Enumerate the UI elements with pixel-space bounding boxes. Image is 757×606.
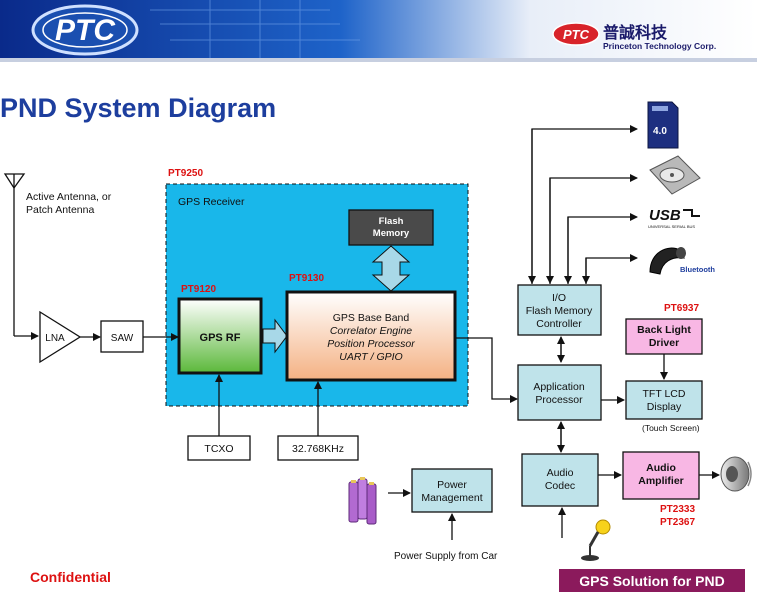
footer-banner [559, 569, 745, 592]
io-label-2: Flash Memory [526, 305, 593, 317]
backlight-driver-block [625, 318, 703, 355]
pt9250-label: PT9250 [168, 168, 203, 179]
backlight-label-1: Back Light [637, 324, 691, 336]
baseband-line-3: Position Processor [327, 338, 415, 350]
small-logo-text: PTC [563, 27, 590, 42]
circuit-decor [150, 0, 360, 58]
bluetooth-headset-icon: Bluetooth [649, 247, 715, 275]
battery-icon [348, 477, 377, 525]
pt2333-label: PT2333 [660, 504, 695, 515]
power-management-block [411, 468, 493, 513]
logo-text: PTC [55, 14, 116, 47]
power-label-2: Management [421, 492, 482, 504]
header-banner: PTC PTC 普誠科技 Princeton Technology Corp. [0, 0, 757, 62]
tcxo-box [187, 435, 251, 461]
baseband-line-4: UART / GPIO [339, 351, 402, 363]
ptc-logo-large: PTC [31, 4, 139, 56]
antenna-label-1: Active Antenna, or [26, 191, 112, 203]
lna-label: LNA [45, 333, 65, 344]
rtc-crystal-box [277, 435, 359, 461]
pt6937-label: PT6937 [664, 303, 699, 314]
io-label-1: I/O [552, 292, 566, 304]
antenna-icon [3, 173, 39, 340]
pt9130-label: PT9130 [289, 273, 324, 284]
company-name-cn: 普誠科技 [603, 23, 668, 42]
tft-label-1: TFT LCD [643, 388, 686, 400]
sd-card-icon: 4.0 [647, 101, 679, 149]
io-label-3: Controller [536, 318, 582, 330]
tcxo-label: TCXO [204, 443, 233, 455]
touch-screen-label: (Touch Screen) [642, 423, 700, 433]
rtc-label: 32.768KHz [292, 443, 344, 455]
rf-to-baseband-arrow [262, 318, 288, 354]
speaker-icon [720, 456, 752, 492]
audio-codec-block [521, 453, 599, 507]
io-flash-controller-block [517, 284, 602, 336]
footer-solution-label: GPS Solution for PND [579, 573, 724, 589]
flash-memory-block [348, 209, 434, 246]
bluetooth-label: Bluetooth [680, 265, 715, 274]
power-supply-label: Power Supply from Car [394, 551, 498, 562]
application-processor-block [517, 364, 602, 421]
hard-disk-icon [649, 155, 701, 195]
gps-rf-label: GPS RF [200, 332, 241, 344]
pt2367-label: PT2367 [660, 517, 695, 528]
usb-icon: USB UNIVERSAL SERIAL BUS [648, 207, 700, 229]
microphone-icon [581, 519, 611, 561]
company-name-en: Princeton Technology Corp. [603, 41, 716, 51]
backlight-label-2: Driver [649, 337, 679, 349]
app-label-1: Application [533, 381, 585, 393]
baseband-line-2: Correlator Engine [330, 325, 412, 337]
audio-amplifier-block [622, 451, 700, 500]
pt9120-label: PT9120 [181, 284, 216, 295]
antenna-label-2: Patch Antenna [26, 204, 94, 216]
confidential-label: Confidential [30, 569, 111, 585]
codec-label-1: Audio [547, 467, 574, 479]
peripheral-bus [528, 125, 638, 284]
gps-baseband-block [285, 290, 457, 382]
baseband-title: GPS Base Band [333, 312, 410, 324]
usb-label: USB [649, 207, 681, 224]
saw-filter-box [100, 320, 144, 353]
tft-label-2: Display [647, 401, 682, 413]
flash-label-2: Memory [373, 228, 410, 239]
gps-receiver-label: GPS Receiver [178, 196, 245, 208]
power-label-1: Power [437, 479, 467, 491]
amp-label-2: Amplifier [638, 475, 684, 487]
tft-lcd-block [625, 380, 703, 420]
lna-amplifier: LNA [39, 310, 82, 364]
amp-label-1: Audio [646, 462, 676, 474]
flash-label-1: Flash [379, 216, 404, 227]
sd-capacity-label: 4.0 [653, 126, 667, 137]
gps-rf-block [177, 297, 263, 375]
app-label-2: Processor [535, 394, 583, 406]
saw-label: SAW [111, 333, 134, 344]
flash-baseband-arrow [371, 245, 411, 292]
usb-sub-label: UNIVERSAL SERIAL BUS [648, 224, 695, 229]
page-title: PND System Diagram [0, 93, 276, 123]
ptc-logo-small: PTC [552, 22, 600, 46]
codec-label-2: Codec [545, 480, 575, 492]
